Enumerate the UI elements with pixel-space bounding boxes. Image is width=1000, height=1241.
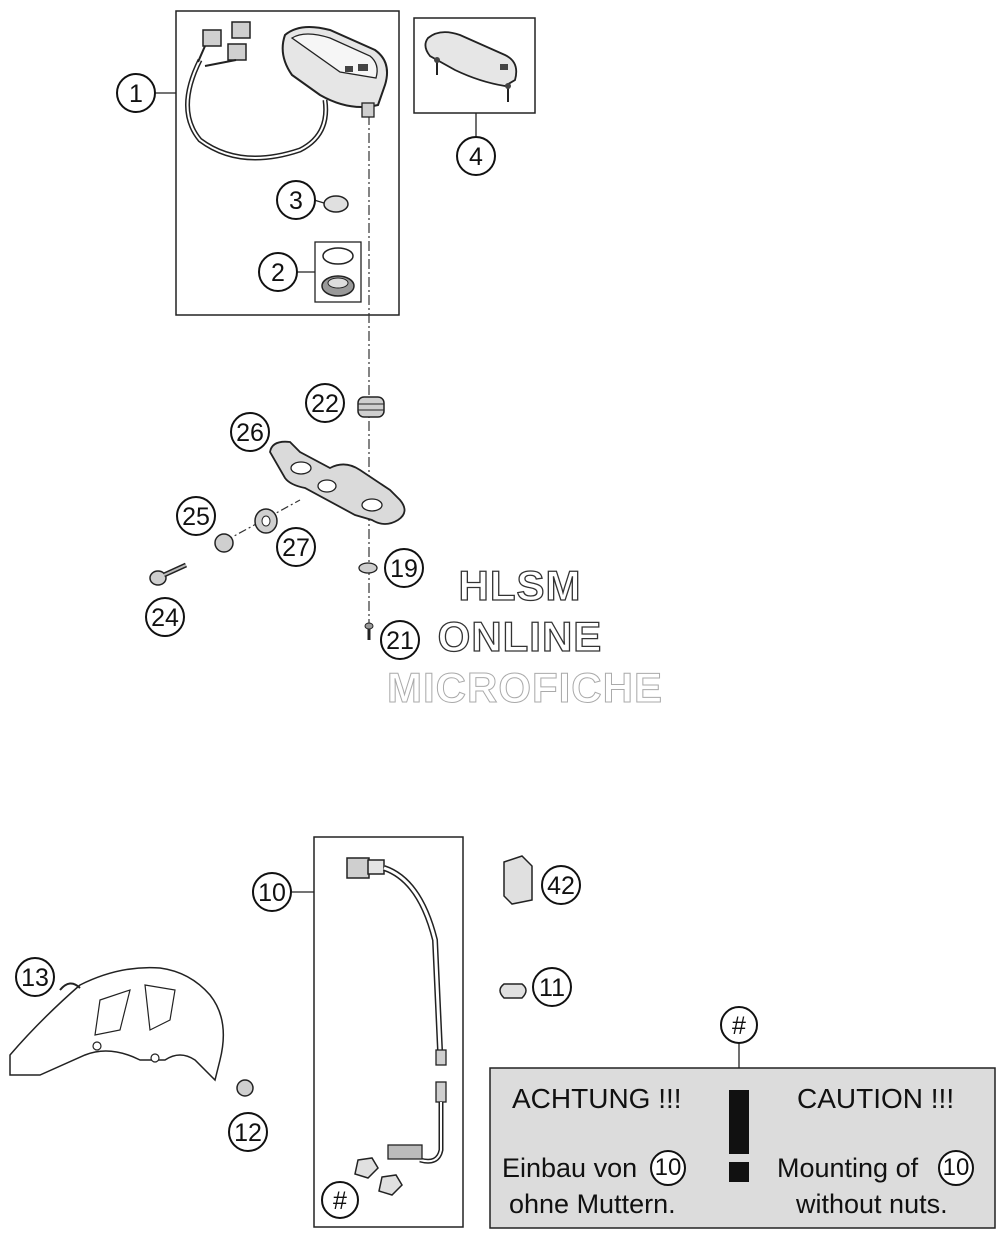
svg-text:2: 2 <box>271 259 285 287</box>
svg-text:11: 11 <box>539 974 565 1002</box>
svg-text:1: 1 <box>129 80 143 108</box>
callout-21: 21 <box>380 620 420 660</box>
caution-english-part-ref: 10 <box>938 1150 974 1186</box>
group-box-sensor <box>313 836 464 1228</box>
part-pulse-wheel <box>9 966 225 1082</box>
svg-text:27: 27 <box>282 534 310 562</box>
callout-42: 42 <box>541 865 581 905</box>
callout-1: 1 <box>116 73 156 113</box>
group-box-kit <box>413 17 536 114</box>
callout-hash-nuts: # <box>321 1181 359 1219</box>
watermark-line-3: MICROFICHE <box>387 664 663 712</box>
caution-german-line-2: ohne Muttern. <box>509 1189 676 1219</box>
svg-text:#: # <box>732 1012 746 1040</box>
svg-text:19: 19 <box>390 555 418 583</box>
svg-text:12: 12 <box>234 1119 262 1147</box>
callout-13: 13 <box>15 957 55 997</box>
svg-text:42: 42 <box>547 872 575 900</box>
part-battery-cap <box>314 241 362 303</box>
callout-4: 4 <box>456 136 496 176</box>
callout-22: 22 <box>305 383 345 423</box>
caution-german-line-1: Einbau von <box>502 1153 638 1183</box>
watermark-line-1: HLSM <box>458 561 582 609</box>
caution-german-part-ref: 10 <box>650 1150 686 1186</box>
callout-25: 25 <box>176 496 216 536</box>
part-speed-sensor <box>346 857 447 1196</box>
svg-text:22: 22 <box>311 390 339 418</box>
svg-text:4: 4 <box>469 143 483 171</box>
svg-text:3: 3 <box>289 187 303 215</box>
svg-text:21: 21 <box>386 627 414 655</box>
svg-text:10: 10 <box>258 879 286 907</box>
callout-2: 2 <box>258 252 298 292</box>
caution-english-line-2: without nuts. <box>796 1189 948 1219</box>
svg-text:13: 13 <box>21 964 49 992</box>
part-cable-clip <box>503 855 533 905</box>
callout-27: 27 <box>276 527 316 567</box>
caution-english-line-1: Mounting of <box>777 1153 919 1183</box>
callout-24: 24 <box>145 597 185 637</box>
svg-text:24: 24 <box>151 604 179 632</box>
part-bushing <box>214 533 234 553</box>
callout-12: 12 <box>228 1112 268 1152</box>
callout-10: 10 <box>252 872 292 912</box>
part-washer <box>358 562 378 574</box>
svg-text:25: 25 <box>182 503 210 531</box>
part-small-screw <box>364 622 374 640</box>
part-holder-bracket <box>269 440 406 525</box>
callout-3: 3 <box>276 180 316 220</box>
caution-english-heading: CAUTION !!! <box>797 1083 955 1114</box>
watermark-line-2: ONLINE <box>437 612 603 660</box>
callout-hash-note: # <box>720 1006 758 1044</box>
assembly-axis-side <box>224 499 301 542</box>
part-spacer <box>236 1079 254 1097</box>
caution-german-heading: ACHTUNG !!! <box>512 1083 682 1114</box>
part-instrument-kit <box>424 31 518 102</box>
group-box-instrument <box>175 10 400 316</box>
part-grommet <box>357 396 385 418</box>
exclamation-mark-icon <box>729 1090 749 1154</box>
part-screw <box>149 562 188 586</box>
callout-26: 26 <box>230 412 270 452</box>
svg-text:#: # <box>333 1187 347 1215</box>
callout-11: 11 <box>532 967 572 1007</box>
part-cable-holder <box>499 983 527 999</box>
part-cover-disc <box>323 195 349 213</box>
part-instrument-cluster <box>185 21 388 161</box>
callout-19: 19 <box>384 548 424 588</box>
svg-text:26: 26 <box>236 419 264 447</box>
